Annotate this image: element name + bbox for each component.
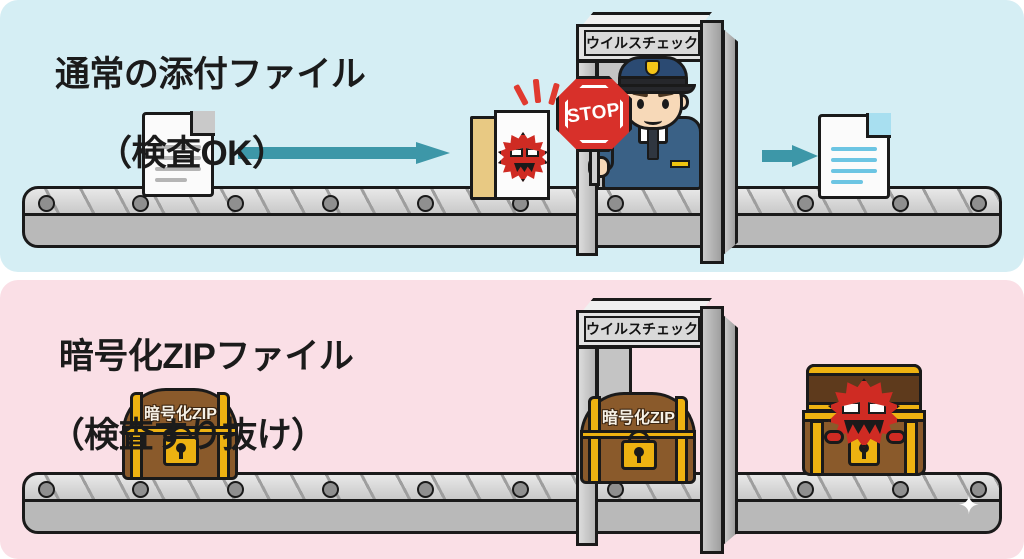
title-top-line1: 通常の添付ファイル	[54, 55, 366, 95]
document-text-line	[155, 156, 201, 160]
sparkle-icon: ✦	[958, 490, 980, 520]
virus-hand-right	[886, 430, 906, 444]
document-text-line	[155, 145, 201, 149]
gate-post-right-side	[722, 314, 738, 546]
conveyor-roller	[607, 195, 624, 212]
padlock-shackle	[170, 426, 192, 440]
padlock-keyslot	[637, 454, 641, 463]
page-title-bottom: 暗号化ZIPファイル （検査すり抜け）	[22, 298, 354, 533]
padlock-shackle	[628, 430, 650, 444]
encrypted-zip-chest-incoming: 暗号化ZIP	[118, 388, 242, 480]
document-text-line	[831, 158, 877, 162]
encrypted-zip-chest-at-gate: 暗号化ZIP	[576, 392, 700, 484]
conveyor-roller	[132, 481, 149, 498]
chest-open-lid-rim	[806, 364, 922, 376]
title-bottom-line1: 暗号化ZIPファイル	[58, 337, 354, 377]
alert-flash-mark	[532, 78, 542, 104]
conveyor-frame	[22, 213, 1002, 248]
document-text-line	[831, 147, 877, 151]
gate-sign-label-bottom: ウイルスチェック	[584, 316, 700, 342]
conveyor-roller	[38, 195, 55, 212]
infected-attachment-group	[470, 110, 566, 200]
chest-open-keyslot	[862, 450, 866, 459]
chest-body-band-right	[675, 434, 688, 484]
document-fold-corner	[190, 111, 215, 136]
chest-body-band-left	[588, 434, 601, 484]
conveyor-roller	[322, 481, 339, 498]
padlock-keyslot	[179, 450, 183, 459]
virus-mouth	[514, 163, 535, 172]
conveyor-belt-bottom	[22, 472, 1002, 534]
conveyor-roller	[892, 481, 909, 498]
chest-open-keyhole	[859, 443, 869, 453]
guard-mouth	[644, 116, 662, 125]
conveyor-frame	[22, 499, 1002, 534]
attachment-document-cleared	[818, 113, 891, 199]
arrow-shaft	[238, 147, 418, 159]
panel-encrypted-zip: 暗号化ZIP ? ?	[0, 280, 1024, 559]
guard-eye-right	[662, 99, 669, 109]
conveyor-roller	[970, 481, 987, 498]
arrow-head	[792, 145, 818, 167]
guard-name-badge	[670, 160, 690, 168]
stop-sign-octagon: STOP	[556, 76, 632, 152]
document-text-line	[155, 178, 187, 182]
encrypted-zip-chest-opened	[798, 364, 930, 476]
chest-open-band-right	[904, 420, 918, 476]
conveyor-roller	[227, 481, 244, 498]
attachment-document-incoming	[142, 111, 215, 197]
conveyor-roller	[417, 481, 434, 498]
flow-arrow-top-exit	[762, 145, 818, 167]
document-text-line	[831, 180, 863, 184]
conveyor-roller	[417, 195, 434, 212]
conveyor-roller	[132, 195, 149, 212]
conveyor-roller	[892, 195, 909, 212]
padlock-keyhole	[176, 443, 186, 453]
conveyor-roller	[227, 195, 244, 212]
conveyor-roller	[970, 195, 987, 212]
padlock-keyhole	[634, 447, 644, 457]
document-text-line	[831, 169, 877, 173]
gate-sign-label-top: ウイルスチェック	[584, 30, 700, 56]
document-fold-corner	[866, 113, 891, 138]
virus-check-gate-bottom: ウイルスチェック	[572, 298, 740, 554]
arrow-head	[416, 142, 450, 164]
conveyor-roller	[322, 195, 339, 212]
gate-post-right	[700, 306, 724, 554]
arrow-shaft	[762, 150, 794, 162]
conveyor-roller	[38, 481, 55, 498]
stop-sign-group: STOP	[556, 76, 646, 186]
guard-cap-emblem	[645, 60, 660, 76]
panel-normal-attachment: ウイルスチェック	[0, 0, 1024, 272]
conveyor-roller	[797, 481, 814, 498]
gate-post-right-side	[722, 28, 738, 256]
conveyor-roller	[512, 481, 529, 498]
alert-flash-mark	[513, 83, 529, 107]
page-title-top: 通常の添付ファイル （検査OK）	[18, 16, 366, 251]
conveyor-roller	[797, 195, 814, 212]
title-top-line2: （検査OK）	[96, 133, 287, 173]
virus-hand-left	[824, 430, 844, 444]
chest-label-at-gate: 暗号化ZIP	[602, 410, 675, 427]
guard-tie	[647, 126, 659, 160]
title-bottom-line2: （検査すり抜け）	[49, 415, 327, 455]
document-text-line	[155, 167, 201, 171]
stop-sign-border	[565, 85, 623, 143]
guard-eye-left	[637, 99, 644, 109]
chest-label-incoming: 暗号化ZIP	[144, 406, 217, 423]
flow-arrow-top-main	[238, 142, 450, 164]
chest-open-band-left	[810, 420, 824, 476]
